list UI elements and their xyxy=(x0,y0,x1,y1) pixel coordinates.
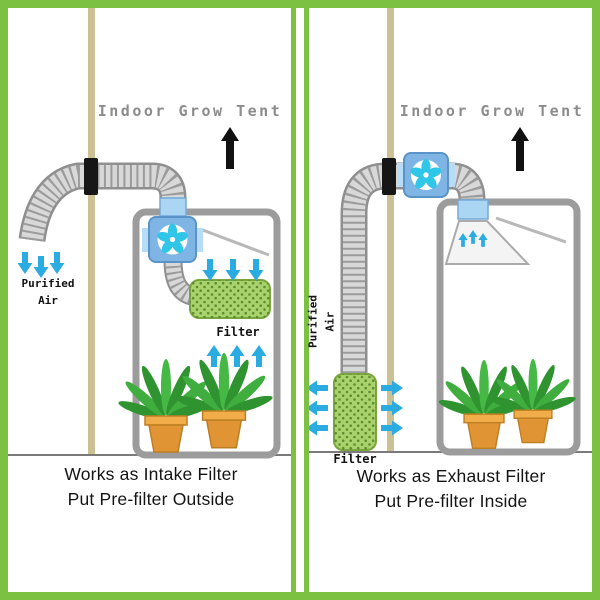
caption-line-1: Works as Intake Filter xyxy=(64,464,238,484)
filter-label: Filter xyxy=(216,325,260,339)
right-panel-title: Indoor Grow Tent xyxy=(399,102,585,120)
tent-ceiling-edge xyxy=(199,227,270,257)
up-arrow-icon xyxy=(221,127,239,169)
right-panel-caption: Works as Exhaust Filter Put Pre-filter I… xyxy=(310,464,592,514)
carbon-filter xyxy=(189,279,271,319)
up-arrow-icon xyxy=(511,127,529,171)
duct-clamp xyxy=(84,158,98,195)
caption-line-2: Put Pre-filter Outside xyxy=(67,488,235,509)
flexible-duct xyxy=(18,162,187,243)
purified-air-label: Purified Air xyxy=(21,277,75,307)
caption-line-1: Works as Exhaust Filter xyxy=(356,466,546,486)
tent-ceiling-edge xyxy=(495,216,567,244)
grow-light-hood xyxy=(444,220,531,265)
left-panel-diagram xyxy=(8,8,292,459)
tent-pole xyxy=(88,8,95,455)
center-divider-line xyxy=(304,0,309,600)
carbon-filter xyxy=(333,373,377,451)
tent-pole xyxy=(387,8,394,452)
duct-clamp xyxy=(382,158,396,195)
airflow-arrows-purified-air-out xyxy=(17,252,65,278)
right-panel-diagram xyxy=(306,8,592,456)
left-panel-caption: Works as Intake Filter Put Pre-filter Ou… xyxy=(10,462,292,512)
caption-line-2: Put Pre-filter Inside xyxy=(374,490,528,511)
inline-fan xyxy=(142,216,203,263)
duct-connector xyxy=(457,199,489,220)
filter-label: Filter xyxy=(333,452,377,466)
left-panel-title: Indoor Grow Tent xyxy=(97,102,283,120)
center-divider-line xyxy=(291,0,296,600)
inline-fan xyxy=(397,152,455,198)
purified-air-label: Purified Air xyxy=(306,295,337,348)
duct-connector xyxy=(159,197,187,217)
